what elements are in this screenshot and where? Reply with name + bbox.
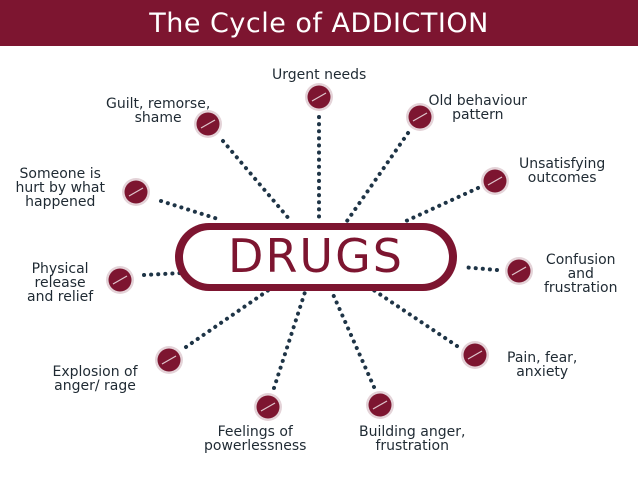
node-label-pain-fear-anxiety: Pain, fear,anxiety [507, 351, 577, 379]
node-circle-someone-hurt [122, 178, 150, 206]
node-label-line: release [34, 275, 86, 291]
node-label-line: hurt by what [15, 180, 105, 196]
node-circle-guilt-remorse [194, 110, 222, 138]
node-label-line: Explosion of [52, 364, 138, 380]
node-circle-explosion-anger [155, 346, 183, 374]
connector-physical-release [142, 271, 184, 277]
node-label-line: Guilt, remorse, [106, 96, 211, 112]
node-circle-urgent-needs [305, 83, 333, 111]
node-label-line: Pain, fear, [507, 350, 578, 366]
node-label-line: and relief [27, 289, 94, 305]
node-circle-unsatisfying-outcomes [481, 167, 509, 195]
node-circle-feelings-powerlessness [254, 393, 282, 421]
connector-feelings-powerlessness [272, 290, 307, 390]
center-label: DRUGS [228, 229, 404, 283]
connector-explosion-anger [184, 285, 275, 349]
node-circle-building-anger [366, 391, 394, 419]
node-label-line: frustration [544, 280, 618, 296]
node-label-line: pattern [452, 107, 504, 123]
node-label-building-anger: Building anger,frustration [359, 425, 465, 453]
node-label-line: Feelings of [217, 424, 293, 440]
node-label-line: outcomes [527, 170, 597, 186]
title-banner: The Cycle of ADDICTION [0, 0, 638, 46]
node-label-line: anger/ rage [54, 378, 136, 394]
connector-guilt-remorse [221, 139, 292, 222]
node-label-line: Old behaviour [428, 93, 528, 109]
node-label-line: Unsatisfying [519, 156, 606, 172]
node-label-line: anxiety [516, 364, 569, 380]
drugs-pill: DRUGS [175, 223, 457, 291]
node-label-line: Confusion [545, 252, 616, 268]
node-label-line: and [567, 266, 594, 282]
node-label-line: Building anger, [359, 424, 466, 440]
connector-someone-hurt [159, 199, 220, 221]
node-label-urgent-needs: Urgent needs [272, 68, 366, 82]
connector-old-behaviour-pattern [345, 131, 410, 223]
node-circle-old-behaviour-pattern [406, 103, 434, 131]
connector-pain-fear-anxiety [370, 287, 459, 348]
node-label-line: powerlessness [204, 438, 307, 454]
node-label-line: happened [25, 194, 96, 210]
connector-confusion-frustration [460, 265, 499, 272]
node-label-line: Urgent needs [272, 67, 367, 83]
node-circle-physical-release [106, 266, 134, 294]
node-label-line: shame [134, 110, 182, 126]
node-circle-confusion-frustration [505, 257, 533, 285]
node-label-line: Physical [31, 261, 89, 277]
node-label-line: Someone is [19, 166, 101, 182]
node-label-guilt-remorse: Guilt, remorse,shame [106, 97, 210, 125]
node-label-line: frustration [375, 438, 449, 454]
node-circle-pain-fear-anxiety [461, 341, 489, 369]
connector-building-anger [330, 290, 376, 389]
connector-unsatisfying-outcomes [404, 186, 480, 223]
page-title: The Cycle of ADDICTION [149, 7, 489, 39]
